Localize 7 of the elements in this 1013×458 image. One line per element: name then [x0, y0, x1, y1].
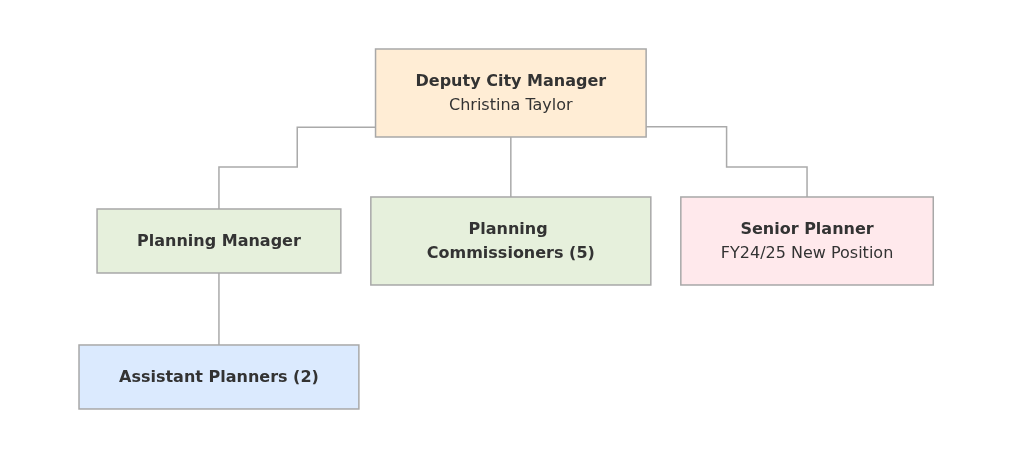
connector [510, 136, 512, 198]
connector [218, 272, 221, 346]
node-box: Planning Manager [96, 208, 342, 274]
node-box: Senior Planner FY24/25 New Position [680, 196, 935, 286]
node-box: Assistant Planners (2) [78, 344, 360, 410]
node-box: Deputy City Manager Christina Taylor [375, 48, 648, 138]
node-box: Planning Commissioners (5) [370, 196, 652, 286]
